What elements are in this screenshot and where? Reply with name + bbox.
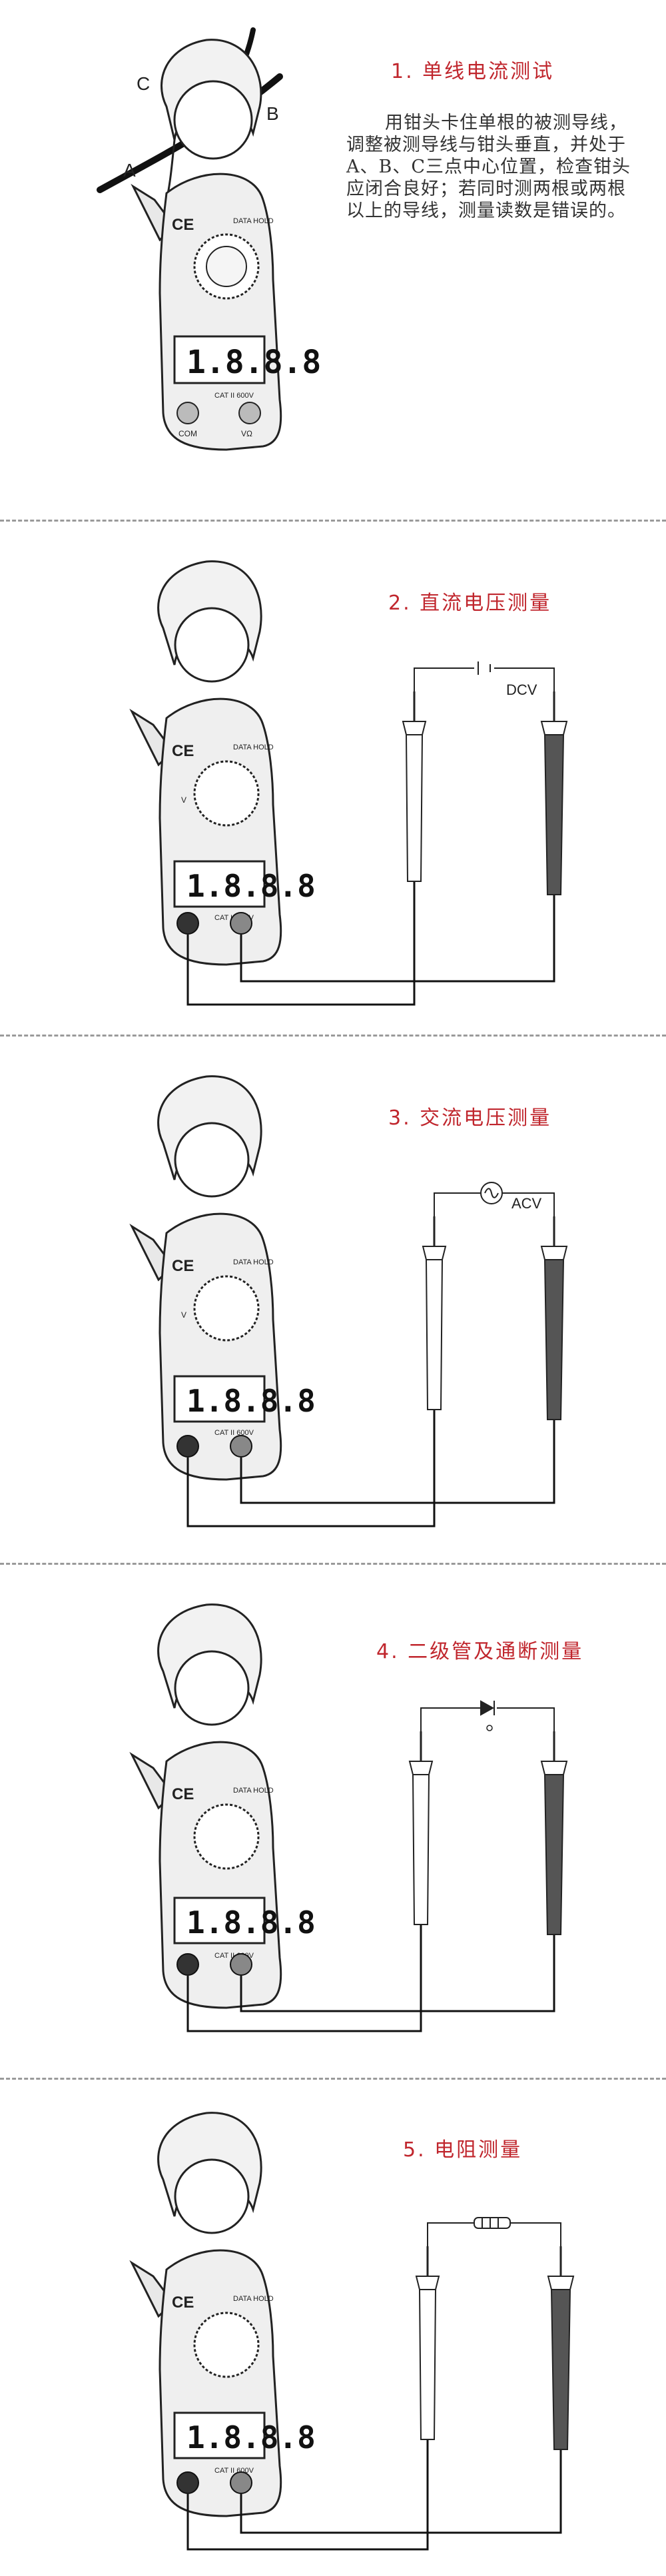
instruction-text: 用钳头卡住单根的被测导线，调整被测导线与钳头垂直，并处于A、B、C三点中心位置，…: [346, 113, 631, 221]
section-title: 3. 交流电压测量: [388, 1106, 552, 1130]
section-title: 1. 单线电流测试: [391, 60, 555, 83]
data-hold-label: DATA HOLD: [233, 1787, 274, 1795]
section-ac-voltage: 3. 交流电压测量 CE DATA HOLD V 1.8.8.8 CAT II …: [0, 1037, 666, 1563]
com-jack: [176, 402, 199, 424]
v-jack: [230, 912, 252, 935]
section-divider: [0, 2078, 666, 2080]
dc-voltage-diagram: CE DATA HOLD V 1.8.8.8 CAT II 600V DC: [129, 560, 568, 1006]
black-probe: [422, 1216, 447, 1410]
cat-rating: CAT II 600V: [214, 392, 254, 400]
cat-rating: CAT II 600V: [214, 2467, 254, 2475]
v-jack: [238, 402, 261, 424]
ce-mark: CE: [172, 742, 194, 760]
resistance-diagram: CE DATA HOLD 1.8.8.8 CAT II 600V: [129, 2112, 575, 2551]
black-lead-wire: [186, 2439, 429, 2551]
section-divider: [0, 520, 666, 522]
cat-rating: CAT II 600V: [214, 1429, 254, 1437]
point-label-b: B: [266, 103, 279, 124]
section-title: 2. 直流电压测量: [388, 592, 552, 615]
lcd-screen: [173, 335, 266, 384]
v-jack: [230, 2471, 252, 2494]
ac-circuit: [434, 1192, 555, 1216]
dc-circuit: [414, 667, 555, 691]
lcd-screen: [173, 860, 266, 908]
red-lead-wire: [240, 2449, 562, 2534]
resistor-circuit: [427, 2222, 561, 2246]
section-divider: [0, 1035, 666, 1037]
clamp-meter: CE DATA HOLD V 1.8.8.8 CAT II 600V: [129, 560, 316, 966]
section-single-wire-current: 1. 单线电流测试 用钳头卡住单根的被测导线，调整被测导线与钳头垂直，并处于A、…: [0, 0, 666, 520]
rotary-dial: [193, 760, 260, 827]
section-title: 5. 电阻测量: [403, 2138, 523, 2162]
v-jack: [230, 1953, 252, 1976]
clamp-meter: CE DATA HOLD V 1.8.8.8 CAT II 600V: [129, 1075, 316, 1481]
com-jack: [176, 1435, 199, 1458]
lcd-screen: [173, 2411, 266, 2459]
lcd-readout: 1.8.8.8: [186, 2419, 316, 2455]
ce-mark: CE: [172, 1785, 194, 1803]
com-jack: [176, 912, 199, 935]
continuity-symbol: [486, 1725, 493, 1731]
black-probe: [402, 691, 427, 882]
data-hold-label: DATA HOLD: [233, 1258, 274, 1266]
resistor-symbol: [474, 2217, 511, 2229]
red-lead-wire: [240, 1934, 555, 2012]
lcd-screen: [173, 1375, 266, 1423]
section-dc-voltage: 2. 直流电压测量 CE DATA HOLD V 1.8.8.8 CAT II …: [0, 522, 666, 1035]
black-probe: [408, 1731, 434, 1925]
data-hold-label: DATA HOLD: [233, 2295, 274, 2303]
source-label: DCV: [506, 681, 537, 698]
lcd-readout: 1.8.8.8: [186, 1383, 316, 1419]
black-lead-wire: [186, 1925, 422, 2032]
dial-mode-label: V: [181, 795, 186, 805]
rotary-dial: [193, 1275, 260, 1342]
ac-voltage-diagram: CE DATA HOLD V 1.8.8.8 CAT II 600V ACV: [129, 1075, 568, 1527]
lcd-screen: [173, 1897, 266, 1944]
data-hold-label: DATA HOLD: [233, 217, 274, 225]
lcd-readout: 1.8.8.8: [186, 1905, 316, 1940]
diode-circuit: [420, 1707, 555, 1731]
section-diode-continuity: 4. 二级管及通断测量 CE DATA HOLD 1.8.8.8 CAT II …: [0, 1565, 666, 2078]
v-jack: [230, 1435, 252, 1458]
data-hold-label: DATA HOLD: [233, 743, 274, 751]
com-jack: [176, 2471, 199, 2494]
red-probe: [540, 1731, 568, 1935]
com-label: COM: [178, 429, 197, 438]
dial-mode-label: V: [181, 1310, 186, 1320]
section-title: 4. 二级管及通断测量: [376, 1640, 584, 1663]
point-label-c: C: [137, 73, 150, 94]
clamp-meter: CE DATA HOLD 1.8.8.8 CAT II 600V: [129, 2112, 316, 2517]
section-divider: [0, 1563, 666, 1565]
black-lead-wire: [186, 1410, 436, 1527]
com-jack: [176, 1953, 199, 1976]
ce-mark: CE: [172, 216, 194, 234]
diode-continuity-diagram: CE DATA HOLD 1.8.8.8 CAT II 600V: [129, 1603, 568, 2032]
instruction-paragraph: 用钳头卡住单根的被测导线，调整被测导线与钳头垂直，并处于A、B、C三点中心位置，…: [346, 112, 633, 222]
lcd-readout: 1.8.8.8: [186, 868, 316, 904]
clamp-meter: CE DATA HOLD 1.8.8.8 CAT II 600V: [129, 1603, 316, 2009]
red-lead-wire: [240, 895, 555, 983]
section-resistance: 5. 电阻测量 CE DATA HOLD 1.8.8.8 CAT II 600V: [0, 2080, 666, 2576]
red-lead-wire: [240, 1420, 555, 1504]
clamp-meter-illustration: CE DATA HOLD 1.8.8.8 CAT II 600V COM VΩ …: [97, 27, 321, 451]
point-label-a: A: [123, 160, 136, 181]
rotary-dial: [193, 1803, 260, 1870]
black-lead-wire: [186, 881, 416, 1006]
source-label: ACV: [511, 1195, 542, 1212]
diode-symbol: [480, 1700, 495, 1716]
red-probe: [540, 1216, 568, 1420]
rotary-dial: [193, 2312, 260, 2378]
black-probe: [415, 2246, 440, 2440]
red-probe: [540, 691, 568, 895]
ce-mark: CE: [172, 2294, 194, 2312]
lcd-readout: 1.8.8.8: [186, 344, 321, 381]
ce-mark: CE: [172, 1257, 194, 1275]
red-probe: [547, 2246, 575, 2450]
v-label: VΩ: [241, 429, 252, 438]
